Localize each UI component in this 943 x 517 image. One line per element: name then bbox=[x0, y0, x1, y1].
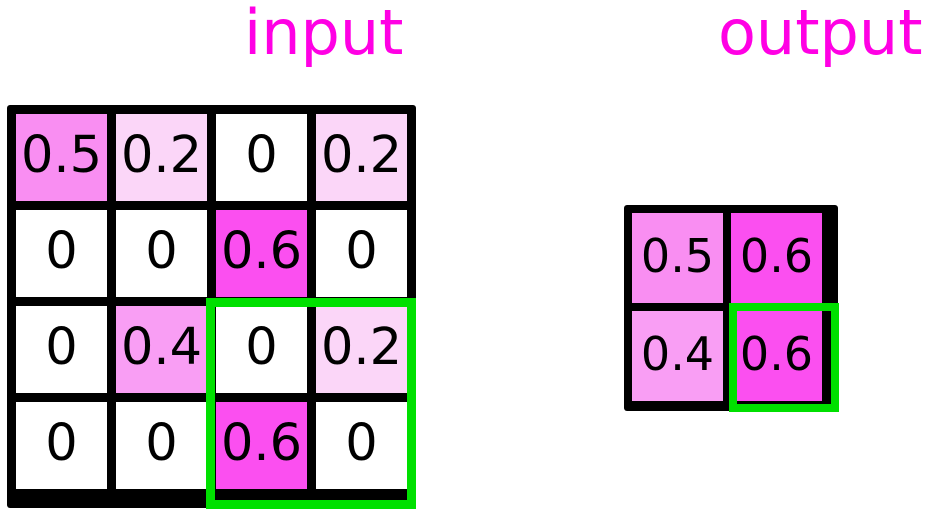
input-cell-value: 0.6 bbox=[220, 222, 303, 281]
output-cell-value: 0.6 bbox=[739, 327, 814, 381]
input-matrix: 0.5 0.2 0 0.2 0 0 0.6 0 bbox=[7, 105, 416, 508]
input-cell-value: 0 bbox=[45, 414, 78, 473]
input-cell-r1c3[interactable]: 0 bbox=[316, 210, 407, 297]
input-cell-r0c1[interactable]: 0.2 bbox=[116, 114, 207, 201]
input-cell-value: 0 bbox=[145, 222, 178, 281]
input-cell-value: 0.5 bbox=[20, 126, 103, 185]
input-cell-value: 0.2 bbox=[120, 126, 203, 185]
output-cell-r0c1[interactable]: 0.6 bbox=[731, 213, 822, 303]
output-cell-r1c1[interactable]: 0.6 bbox=[731, 311, 822, 401]
input-cell-r3c0[interactable]: 0 bbox=[16, 402, 107, 489]
input-cell-value: 0 bbox=[245, 126, 278, 185]
input-row: 0.5 0.2 0 0.2 bbox=[16, 114, 407, 201]
input-cell-r0c0[interactable]: 0.5 bbox=[16, 114, 107, 201]
input-row: 0 0 0.6 0 bbox=[16, 402, 407, 489]
input-cell-value: 0.2 bbox=[320, 126, 403, 185]
input-cell-value: 0 bbox=[345, 222, 378, 281]
input-cell-r0c2[interactable]: 0 bbox=[216, 114, 307, 201]
input-row: 0 0 0.6 0 bbox=[16, 210, 407, 297]
input-cell-r3c3[interactable]: 0 bbox=[316, 402, 407, 489]
output-cell-r1c0[interactable]: 0.4 bbox=[632, 311, 723, 401]
input-cell-value: 0.6 bbox=[220, 414, 303, 473]
input-row: 0 0.4 0 0.2 bbox=[16, 306, 407, 393]
output-title: output bbox=[718, 0, 923, 69]
output-matrix: 0.5 0.6 0.4 0.6 bbox=[624, 205, 838, 411]
input-cell-r1c2[interactable]: 0.6 bbox=[216, 210, 307, 297]
input-cell-r2c1[interactable]: 0.4 bbox=[116, 306, 207, 393]
output-row: 0.5 0.6 bbox=[632, 213, 830, 303]
input-cell-value: 0 bbox=[345, 414, 378, 473]
input-cell-r2c0[interactable]: 0 bbox=[16, 306, 107, 393]
output-cell-value: 0.4 bbox=[640, 327, 715, 381]
input-cell-value: 0 bbox=[245, 318, 278, 377]
input-cell-r0c3[interactable]: 0.2 bbox=[316, 114, 407, 201]
input-cell-r1c1[interactable]: 0 bbox=[116, 210, 207, 297]
input-cell-r2c2[interactable]: 0 bbox=[216, 306, 307, 393]
input-cell-value: 0 bbox=[45, 318, 78, 377]
output-cell-value: 0.6 bbox=[739, 229, 814, 283]
output-cell-value: 0.5 bbox=[640, 229, 715, 283]
input-cell-value: 0 bbox=[145, 414, 178, 473]
input-cell-r3c2[interactable]: 0.6 bbox=[216, 402, 307, 489]
input-cell-value: 0.4 bbox=[120, 318, 203, 377]
input-title: input bbox=[244, 0, 404, 69]
input-cell-r3c1[interactable]: 0 bbox=[116, 402, 207, 489]
input-cell-value: 0.2 bbox=[320, 318, 403, 377]
output-row: 0.4 0.6 bbox=[632, 311, 830, 401]
input-cell-r1c0[interactable]: 0 bbox=[16, 210, 107, 297]
input-cell-r2c3[interactable]: 0.2 bbox=[316, 306, 407, 393]
output-cell-r0c0[interactable]: 0.5 bbox=[632, 213, 723, 303]
input-cell-value: 0 bbox=[45, 222, 78, 281]
